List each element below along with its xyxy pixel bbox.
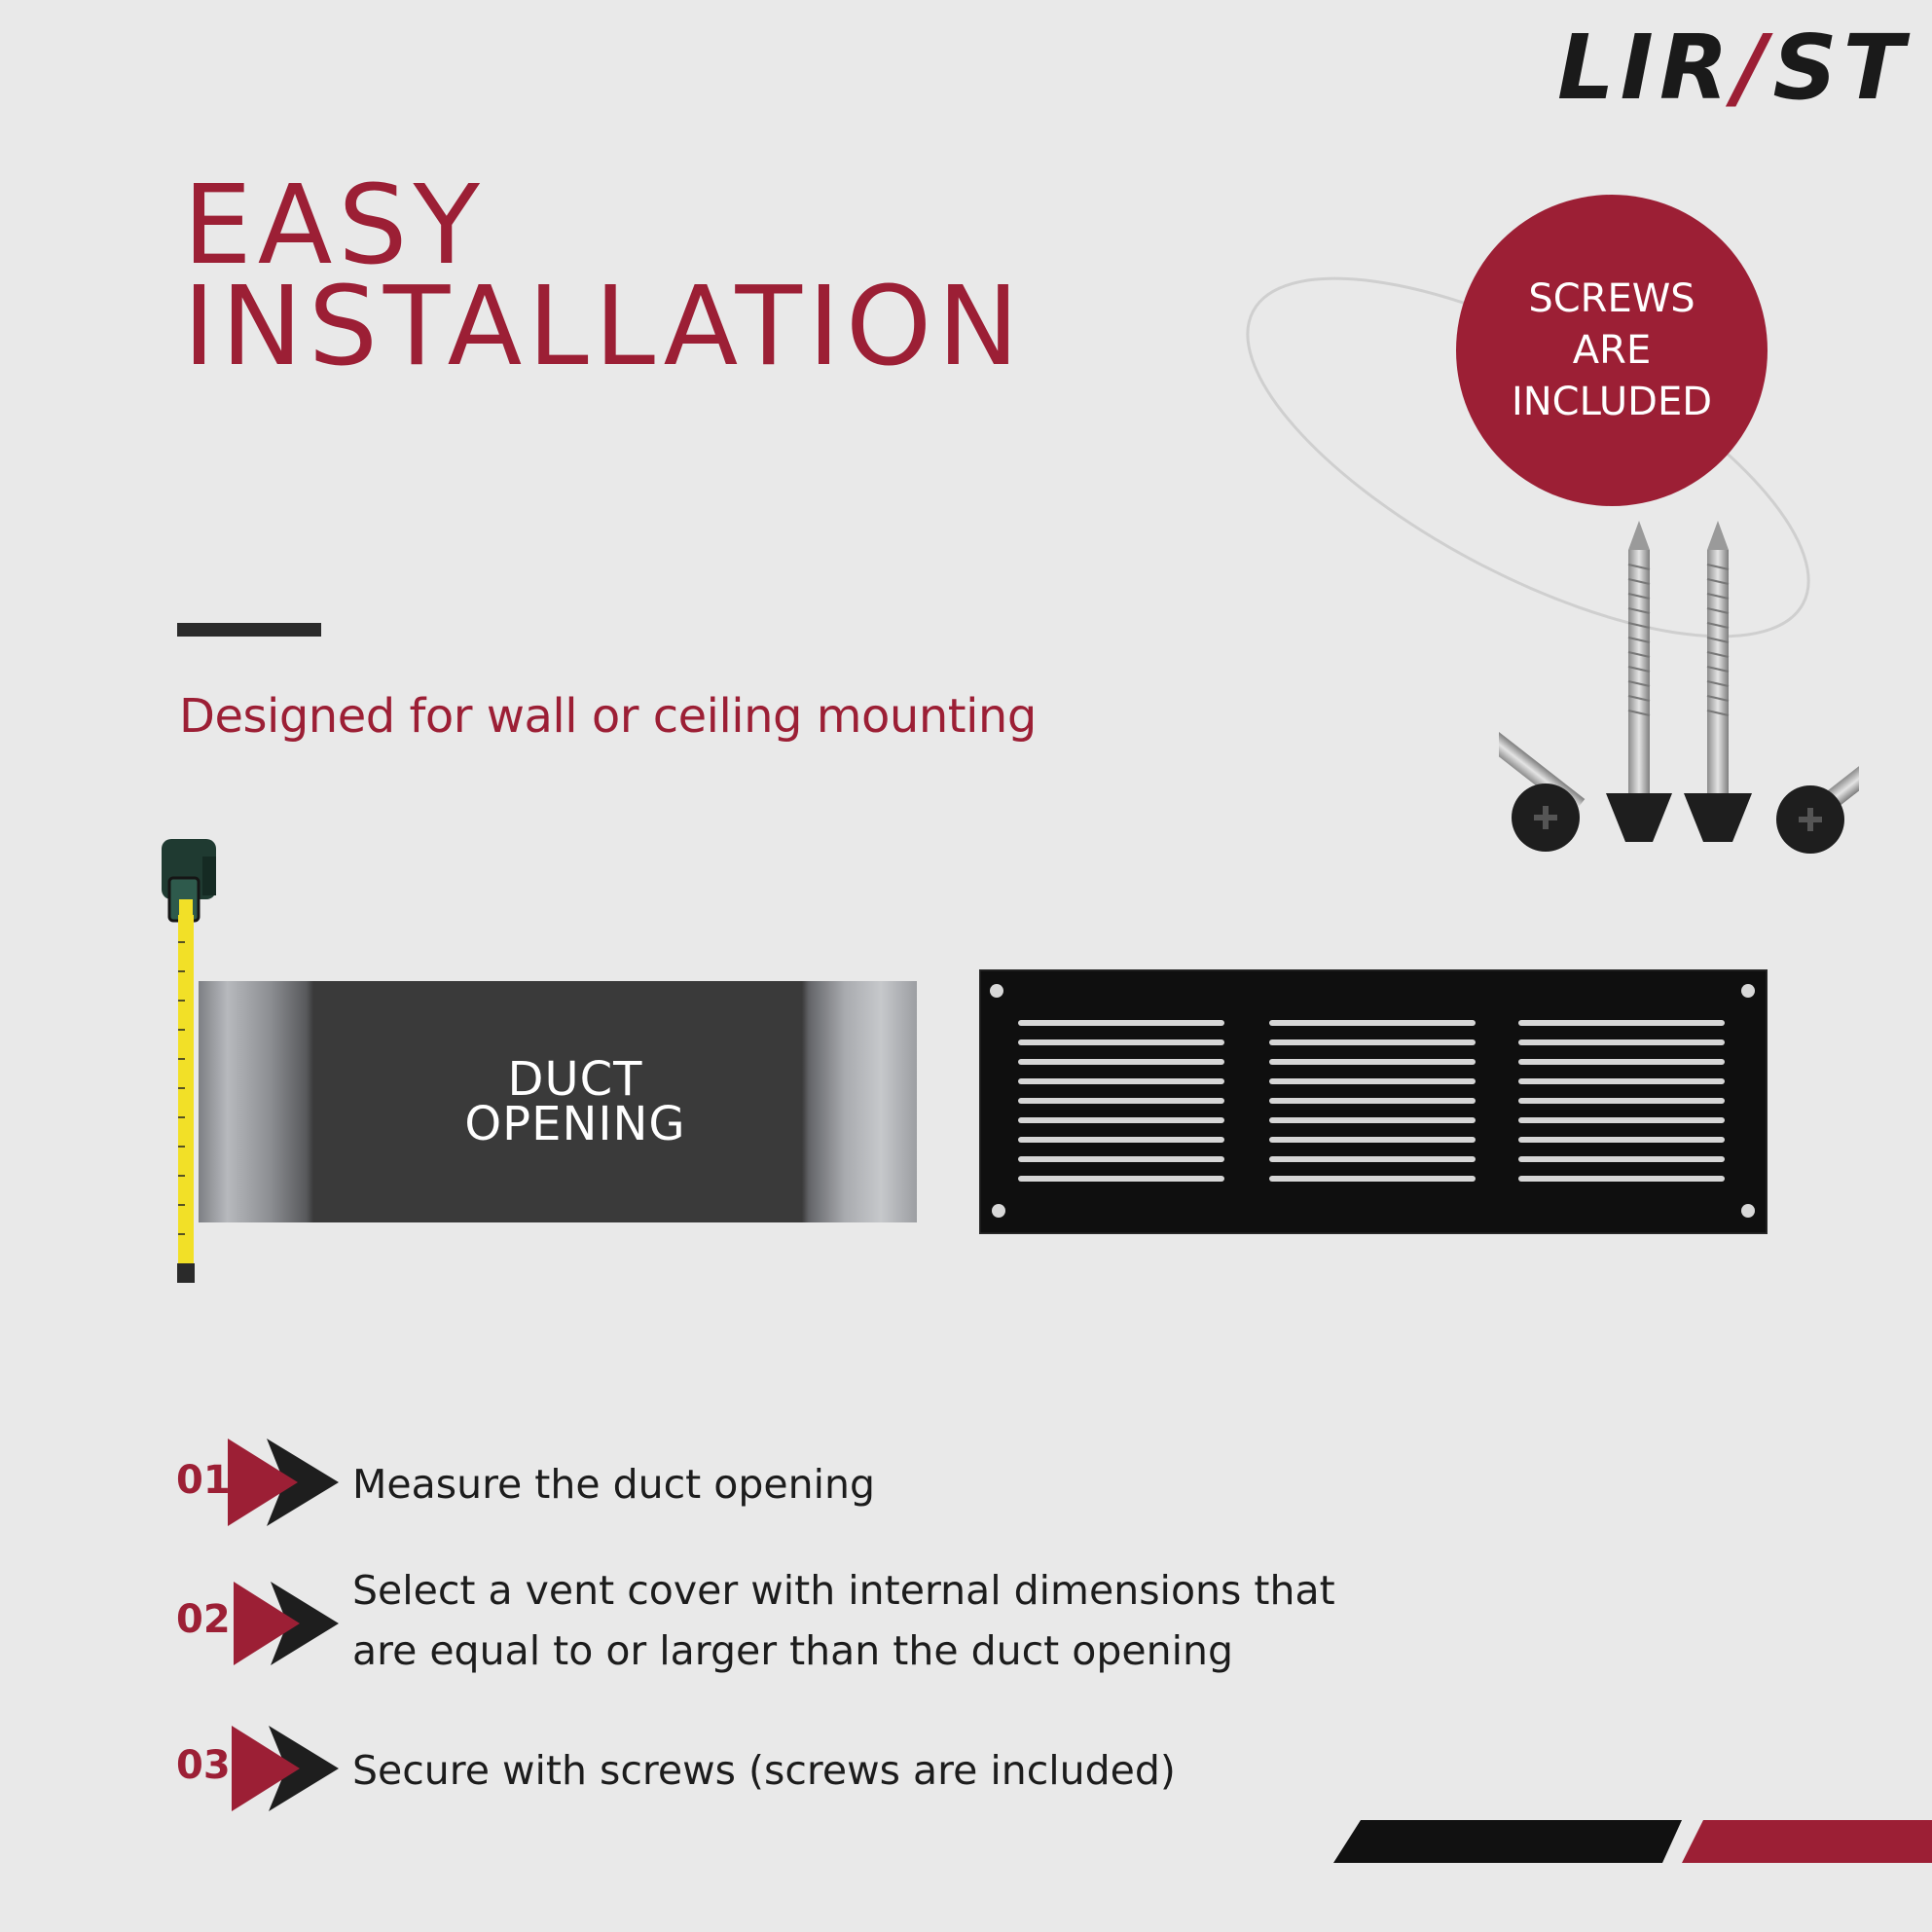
logo-prefix: LIR [1557, 16, 1734, 120]
brand-logo: LIR/ST [1557, 23, 1917, 113]
vent-cover-image [979, 969, 1768, 1234]
decorative-stripes [1333, 1820, 1932, 1863]
step-number-02: 02 [176, 1597, 231, 1642]
step-text-03: Secure with screws (screws are included) [352, 1747, 1176, 1794]
step-arrow-icon [234, 1582, 339, 1665]
title-divider [177, 623, 321, 637]
logo-accent: / [1733, 16, 1773, 120]
step-number-03: 03 [176, 1743, 231, 1788]
page-title: EASY INSTALLATION [183, 163, 1025, 390]
step-arrow-icon [228, 1439, 339, 1526]
badge-text: SCREWS ARE INCLUDED [1511, 275, 1713, 424]
duct-opening-label: DUCT OPENING [464, 1052, 686, 1151]
screws-image [1499, 521, 1859, 854]
step-text-01: Measure the duct opening [352, 1461, 875, 1508]
logo-suffix: ST [1772, 16, 1911, 120]
step-number-01: 01 [176, 1458, 231, 1503]
page-subtitle: Designed for wall or ceiling mounting [179, 689, 1037, 744]
duct-opening-image [199, 981, 917, 1222]
tape-measure-icon [162, 839, 216, 1283]
step-text-02: Select a vent cover with internal dimens… [352, 1567, 1335, 1674]
step-arrow-icon [232, 1726, 339, 1811]
screws-included-badge: SCREWS ARE INCLUDED [1456, 195, 1768, 506]
